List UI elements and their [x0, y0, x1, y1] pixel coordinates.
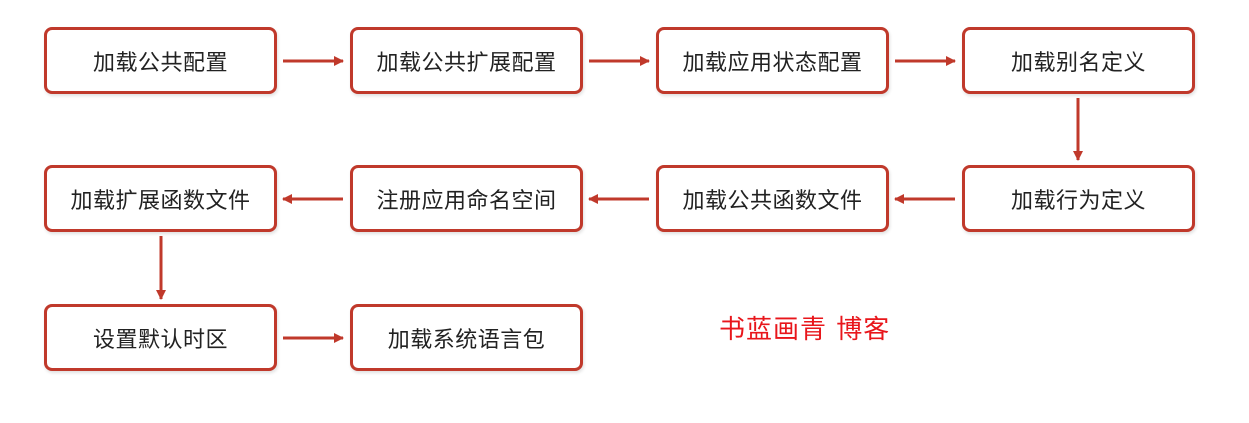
node-load-behavior-definition: 加载行为定义: [962, 165, 1195, 232]
node-load-common-extension-config: 加载公共扩展配置: [350, 27, 583, 94]
node-load-alias-definition: 加载别名定义: [962, 27, 1195, 94]
node-load-extension-function-file: 加载扩展函数文件: [44, 165, 277, 232]
node-load-system-language-pack: 加载系统语言包: [350, 304, 583, 371]
node-set-default-timezone: 设置默认时区: [44, 304, 277, 371]
blog-watermark: 书蓝画青 博客: [719, 315, 891, 345]
node-load-app-status-config: 加载应用状态配置: [656, 27, 889, 94]
node-load-common-function-file: 加载公共函数文件: [656, 165, 889, 232]
node-register-app-namespace: 注册应用命名空间: [350, 165, 583, 232]
node-load-common-config: 加载公共配置: [44, 27, 277, 94]
